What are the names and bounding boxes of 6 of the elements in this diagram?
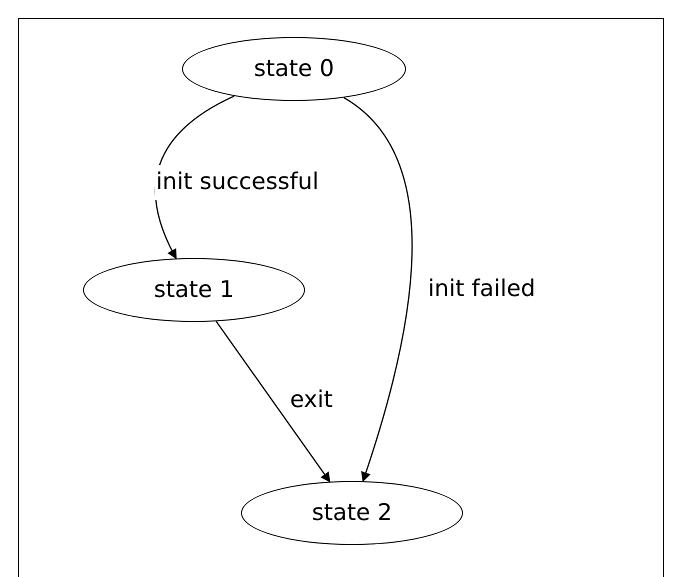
arrow bbox=[216, 320, 330, 482]
edge-label: init successful bbox=[155, 165, 320, 200]
arrow bbox=[344, 97, 412, 482]
state-label: state 2 bbox=[312, 498, 392, 528]
state-label: state 1 bbox=[154, 276, 234, 305]
state-label: state 0 bbox=[254, 54, 334, 84]
